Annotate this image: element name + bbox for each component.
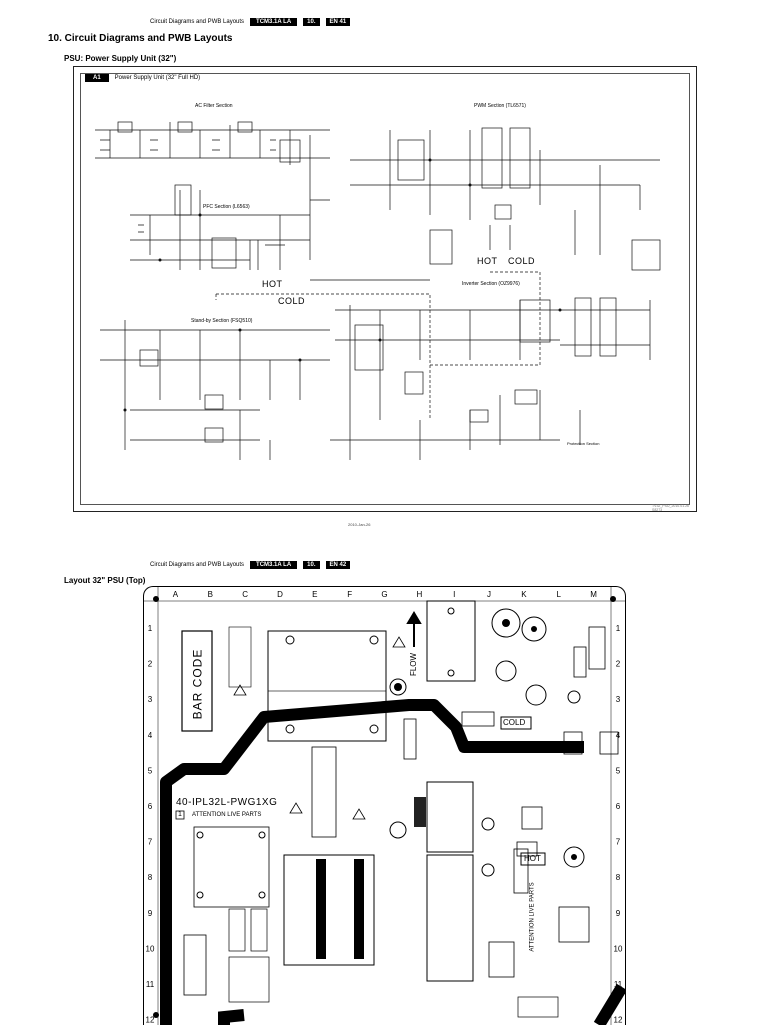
- grid-column-H: H: [416, 590, 422, 599]
- grid-column-C: C: [242, 590, 248, 599]
- diagram-title: Power Supply Unit (32" Full HD): [114, 75, 201, 81]
- grid-row-12-left: 12: [146, 1016, 155, 1025]
- label-standby: Stand-by Section (FSQ510): [191, 318, 253, 324]
- hot-label: HOT: [524, 854, 541, 863]
- grid-row-8-right: 8: [616, 873, 621, 882]
- label-pfc: PFC Section (L6563): [203, 204, 250, 210]
- header-page-2: EN 42: [325, 561, 351, 569]
- label-protection: Protection Section: [567, 441, 600, 446]
- grid-column-J: J: [487, 590, 491, 599]
- attention-vertical-label: ATTENTION LIVE PARTS: [530, 882, 537, 952]
- grid-row-1-left: 1: [148, 624, 153, 633]
- grid-row-11-right: 11: [614, 980, 623, 989]
- grid-column-A: A: [173, 590, 179, 599]
- label-hot: HOT: [262, 279, 283, 289]
- label-inverter: Inverter Section (OZ9976): [462, 281, 520, 287]
- header-model: TCM3.1A LA: [250, 18, 298, 26]
- grid-row-4-left: 4: [148, 731, 153, 740]
- header-page: EN 41: [325, 18, 351, 26]
- grid-row-9-left: 9: [148, 909, 153, 918]
- grid-row-1-right: 1: [616, 624, 621, 633]
- diagram-id: A1: [85, 74, 109, 82]
- layout-title: Layout 32" PSU (Top): [64, 576, 146, 585]
- header-text: Circuit Diagrams and PWB Layouts: [150, 19, 245, 25]
- grid-row-2-left: 2: [148, 660, 153, 669]
- grid-row-3-left: 3: [148, 695, 153, 704]
- label-cold-2: COLD: [508, 256, 536, 266]
- header-model-2: TCM3.1A LA: [250, 561, 298, 569]
- grid-row-5-right: 5: [616, 766, 621, 775]
- attention-label: ATTENTION LIVE PARTS: [192, 812, 262, 818]
- bar-code-label: BAR CODE: [190, 648, 204, 720]
- grid-row-12-right: 12: [614, 1016, 623, 1025]
- grid-row-5-left: 5: [148, 766, 153, 775]
- schematic-subtitle: PSU: Power Supply Unit (32"): [64, 54, 177, 63]
- grid-column-M: M: [590, 590, 597, 599]
- grid-row-8-left: 8: [148, 873, 153, 882]
- label-hot-2: HOT: [477, 256, 498, 266]
- label-cold: COLD: [278, 296, 306, 306]
- grid-row-3-right: 3: [616, 695, 621, 704]
- grid-row-6-right: 6: [616, 802, 621, 811]
- grid-column-G: G: [381, 590, 387, 599]
- grid-row-9-right: 9: [616, 909, 621, 918]
- grid-column-I: I: [453, 590, 455, 599]
- grid-column-E: E: [312, 590, 317, 599]
- label-ac-filter: AC Filter Section: [195, 103, 233, 109]
- grid-row-11-left: 11: [146, 980, 155, 989]
- schematic-frame: [73, 66, 697, 512]
- grid-row-7-right: 7: [616, 838, 621, 847]
- grid-column-F: F: [347, 590, 352, 599]
- corner-code: TV32_PSU_2010.01.26 S8273: [652, 504, 689, 512]
- header-chapter: 10.: [303, 18, 320, 26]
- diagram-id-block: A1 Power Supply Unit (32" Full HD): [85, 74, 200, 82]
- grid-column-D: D: [277, 590, 283, 599]
- corner-code-2: S8273: [652, 508, 663, 512]
- page-header: Circuit Diagrams and PWB Layouts TCM3.1A…: [150, 18, 351, 26]
- header-text-2: Circuit Diagrams and PWB Layouts: [150, 562, 245, 568]
- grid-column-L: L: [557, 590, 562, 599]
- grid-row-6-left: 6: [148, 802, 153, 811]
- grid-row-2-right: 2: [616, 660, 621, 669]
- cold-label: COLD: [503, 718, 526, 727]
- header-chapter-2: 10.: [303, 561, 320, 569]
- grid-column-K: K: [521, 590, 527, 599]
- flow-label: FLOW: [409, 652, 419, 676]
- grid-row-10-right: 10: [614, 944, 623, 953]
- attention-box: 1: [178, 811, 182, 818]
- schematic-drawing: [95, 121, 661, 460]
- section-title: 10. Circuit Diagrams and PWB Layouts: [48, 33, 233, 44]
- page-header-2: Circuit Diagrams and PWB Layouts TCM3.1A…: [150, 561, 351, 569]
- grid-column-B: B: [208, 590, 213, 599]
- board-name: 40-IPL32L-PWG1XG: [176, 797, 278, 808]
- grid-row-7-left: 7: [148, 838, 153, 847]
- page-date: 2010-Jan-26: [348, 522, 371, 527]
- grid-row-10-left: 10: [146, 944, 155, 953]
- corner-code-1: TV32_PSU_2010.01.26: [652, 504, 689, 508]
- label-pwm: PWM Section (TL6571): [474, 103, 526, 109]
